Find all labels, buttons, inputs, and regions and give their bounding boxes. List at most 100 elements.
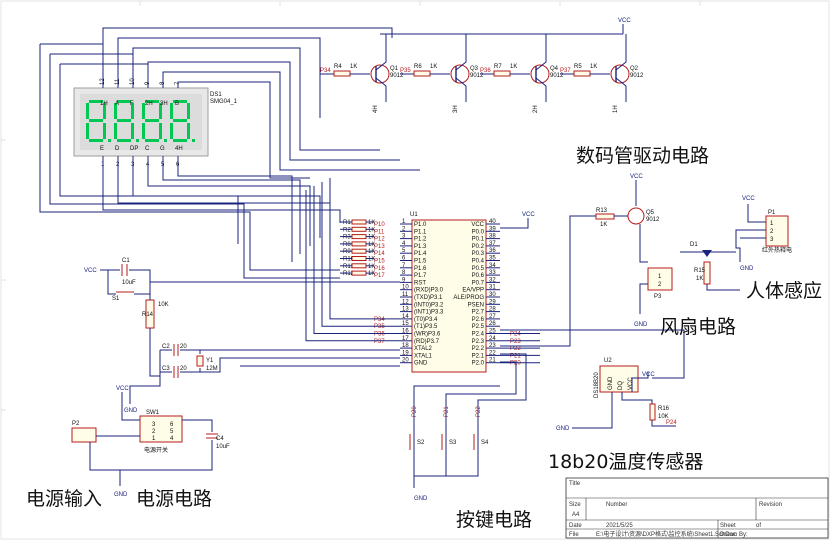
c3-value: 20 — [180, 366, 187, 372]
tb-revision: Revision — [759, 502, 782, 508]
mcu-pin-net: P12 — [374, 237, 385, 243]
mcu-pin-name: P0.5 — [472, 266, 485, 272]
mcu-pin-name: (T0)P3.4 — [414, 317, 438, 323]
display-bottom-name: DP — [130, 146, 138, 152]
digit-4 — [170, 100, 195, 142]
mcu-pin-number: 13 — [402, 307, 409, 313]
mcu-pin-number: 3 — [402, 234, 406, 240]
mcu-pin-number: 2 — [402, 226, 406, 232]
driver-net: P35 — [400, 68, 411, 74]
seg-resistor — [351, 270, 367, 276]
seg-res-label: R10 — [343, 257, 355, 263]
mcu-pin-number: 27 — [489, 314, 496, 320]
segment — [89, 139, 103, 142]
r14-value: 10K — [158, 302, 169, 308]
ds18b20-circuit: U2 DS18B20 GND DQ VCC GND VCC R16 10K P2… — [500, 329, 685, 432]
mcu-pin-name: (WR)P3.6 — [414, 332, 441, 338]
segment — [173, 100, 187, 103]
label-temp-sensor: 18b20温度传感器 — [548, 451, 703, 473]
mcu-pin-net: P11 — [374, 229, 385, 235]
driver-resistor — [333, 70, 351, 77]
d1-label: D1 — [690, 242, 698, 248]
mcu-pin-name: P0.3 — [472, 251, 485, 257]
mcu-pin-name: (T1)P3.5 — [414, 324, 438, 330]
segment — [159, 103, 162, 119]
c3-label: C3 — [162, 366, 170, 372]
label-human-sensor: 人体感应 — [746, 280, 822, 302]
key-net: P20 — [412, 406, 418, 417]
mcu-pin-name: P0.2 — [472, 244, 485, 250]
mcu-pin-name: P0.7 — [472, 280, 485, 286]
mcu-pin-name: P2.0 — [472, 361, 485, 367]
driver-res-label: R4 — [334, 64, 342, 70]
reset-vcc: VCC — [84, 268, 97, 274]
segment — [187, 103, 190, 119]
mcu-pin-net: P35 — [374, 324, 385, 330]
mcu-pin-name: VCC — [471, 222, 484, 228]
segment — [142, 123, 145, 139]
mcu-pin-name: (RXD)P3.0 — [414, 288, 444, 294]
mcu-pin-number: 20 — [402, 358, 409, 364]
mcu-pin-name: P0.6 — [472, 273, 485, 279]
mcu-pin-name: (TXD)P3.1 — [414, 295, 443, 301]
key-net: P21 — [444, 406, 450, 417]
mcu-pin-number: 22 — [489, 350, 496, 356]
transistor-part: 9012 — [470, 73, 484, 79]
mcu-pin-name: P1.6 — [414, 266, 427, 272]
driver-resistor — [573, 70, 591, 77]
seg-res-value: 1K — [368, 220, 375, 226]
fan-gnd: GND — [634, 322, 648, 328]
driver-output: 1H — [613, 105, 619, 113]
mcu-pin-number: 24 — [489, 336, 496, 342]
driver-net: P34 — [320, 68, 331, 74]
mcu-pin-name: P1.0 — [414, 222, 427, 228]
display-ref: DS1 — [210, 92, 222, 98]
mcu-pin-number: 30 — [489, 292, 496, 298]
sw1-label: SW1 — [146, 410, 160, 416]
driver-net: P36 — [480, 68, 491, 74]
segment — [117, 100, 131, 103]
reset-circuit: VCC C1 10uF S1 R14 10K — [84, 258, 400, 377]
driver-output: 2H — [533, 105, 539, 113]
display-bottom-name: C — [145, 146, 150, 152]
u2-net: P24 — [666, 420, 677, 426]
y1-label: Y1 — [206, 358, 214, 364]
mcu-pin-name: ALE/PROG — [453, 295, 484, 301]
mcu-pin-number: 6 — [402, 256, 406, 262]
decimal-point — [136, 139, 139, 142]
sw1-pin: 2 — [152, 429, 156, 435]
segment — [114, 103, 117, 119]
mcu-pin-net: P21 — [510, 353, 521, 359]
mcu-pin-number: 21 — [489, 358, 496, 364]
seg-res-label: R8 — [343, 242, 351, 248]
seg-res-value: 1K — [368, 257, 375, 263]
p1-pin1: 1 — [770, 221, 774, 227]
segment — [89, 100, 103, 103]
tb-date-value: 2021/5/25 — [606, 523, 633, 529]
crystal-gnd: GND — [124, 408, 138, 414]
transistor-part: 9012 — [550, 73, 564, 79]
mcu-pin-number: 9 — [402, 277, 406, 283]
sw1-pin: 3 — [152, 422, 156, 428]
mcu-pin-net: P16 — [374, 266, 385, 272]
sensor-gnd: GND — [740, 266, 754, 272]
segment — [86, 103, 89, 119]
vcc-top: VCC — [618, 18, 631, 24]
seg-resistor — [351, 241, 367, 247]
r15-label: R15 — [694, 268, 706, 274]
tb-drawn: Drawn By: — [720, 532, 748, 538]
mcu-pin-number: 10 — [402, 285, 409, 291]
c1-label: C1 — [122, 258, 130, 264]
mcu-pin-number: 25 — [489, 329, 496, 335]
driver-res-value: 1K — [350, 64, 357, 70]
segment — [142, 103, 145, 119]
mcu-pin-number: 1 — [402, 219, 406, 225]
seg-res-label: R1 — [343, 220, 351, 226]
mcu-pin-number: 29 — [489, 299, 496, 305]
display-top-name: B — [175, 101, 179, 107]
tb-sheet: Sheet — [720, 523, 736, 529]
